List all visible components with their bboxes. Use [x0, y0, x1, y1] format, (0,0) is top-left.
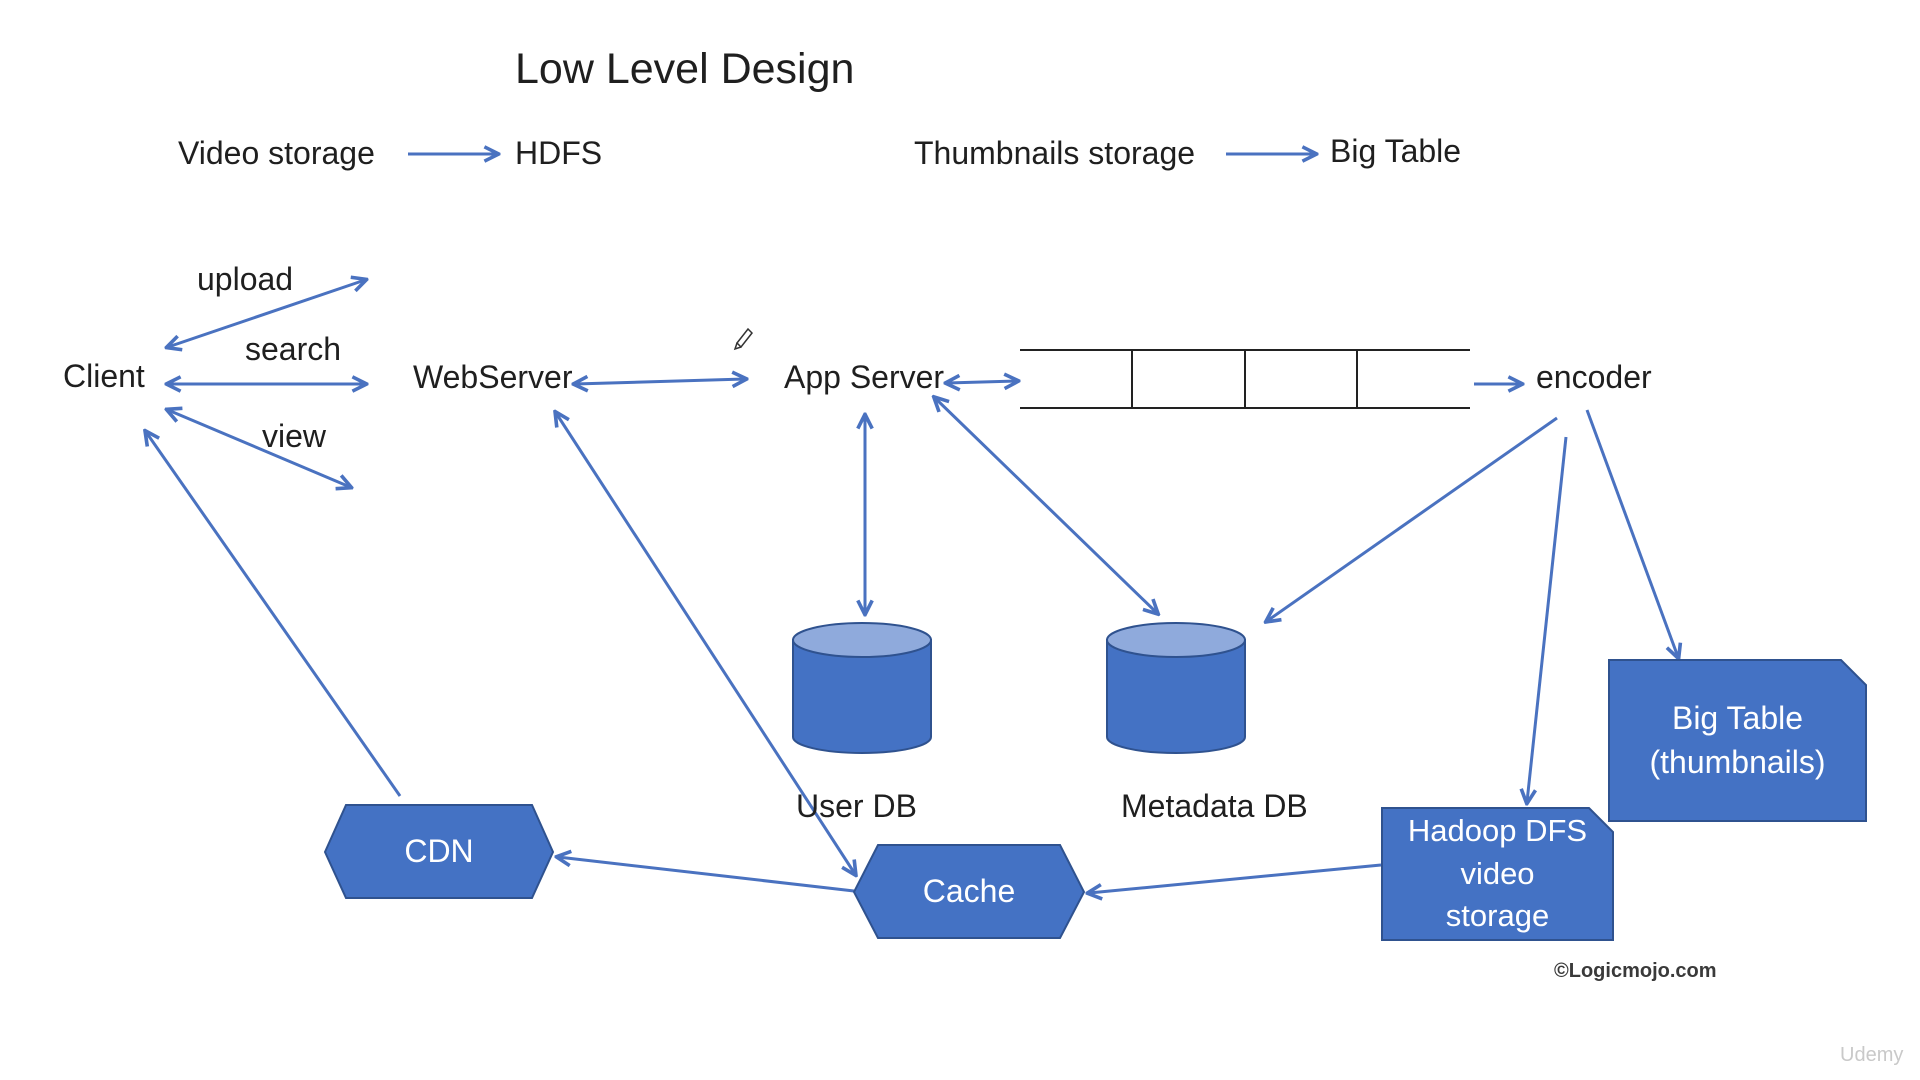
legend-hdfs: HDFS	[515, 135, 603, 171]
legend-big-table: Big Table	[1330, 133, 1462, 169]
arrow-encoder-bigtable	[1585, 409, 1678, 657]
arrow-appserver-queue	[947, 381, 1017, 383]
search-label: search	[245, 331, 342, 367]
cdn-label: CDN	[404, 832, 474, 869]
legend-thumbnails-storage: Thumbnails storage	[914, 135, 1196, 171]
arrow-encoder-metadatadb	[1267, 416, 1558, 621]
message-queue	[1020, 349, 1470, 409]
arrow-upload	[168, 280, 365, 347]
hadoop-dfs-label: Hadoop DFS video storage	[1407, 812, 1588, 934]
credit-text: ©Logicmojo.com	[1554, 960, 1717, 982]
arrow-cache-cdn	[558, 857, 855, 893]
arrow-webserver-appserver	[575, 379, 745, 384]
user-db-cylinder	[792, 622, 932, 754]
app-server-label: App Server	[784, 359, 945, 395]
legend-video-storage: Video storage	[178, 135, 375, 171]
cache-shape	[852, 844, 1086, 939]
arrow-encoder-hadoop	[1527, 436, 1568, 802]
webserver-label: WebServer	[413, 359, 573, 395]
client-label: Client	[63, 358, 145, 394]
arrow-cdn-client	[146, 432, 402, 797]
user-db-label: User DB	[796, 788, 917, 824]
arrow-hadoop-cache	[1089, 863, 1382, 893]
metadata-db-label: Metadata DB	[1121, 788, 1308, 824]
arrow-view	[168, 410, 350, 487]
metadata-db-cylinder	[1106, 622, 1246, 754]
big-table-thumbnails-label: Big Table (thumbnails)	[1649, 700, 1826, 780]
pencil-cursor-icon	[733, 327, 754, 351]
cdn-shape	[323, 804, 555, 899]
arrow-webserver-cache	[556, 413, 855, 874]
big-table-shape	[1608, 659, 1867, 822]
udemy-watermark: Udemy	[1840, 1044, 1904, 1066]
upload-label: upload	[197, 261, 294, 297]
cache-label: Cache	[922, 872, 1016, 909]
encoder-label: encoder	[1536, 359, 1652, 395]
arrow-appserver-metadatadb	[935, 398, 1157, 613]
view-label: view	[262, 418, 327, 454]
page-title: Low Level Design	[515, 45, 855, 93]
hadoop-dfs-shape	[1381, 807, 1614, 941]
